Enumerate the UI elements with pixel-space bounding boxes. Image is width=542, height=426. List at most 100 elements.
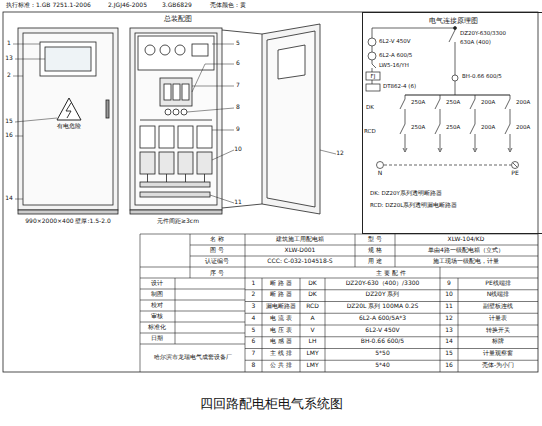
table-row-lines [140,289,245,290]
table-cell: 日期 [151,335,163,342]
leader-lines [320,150,336,154]
branch-breakers [178,126,193,148]
schematic-wiring [372,60,373,64]
closed-cabinet [18,28,118,214]
schematic-wiring [513,163,517,167]
open-cabinet [138,36,214,70]
table-cell: 5 [252,327,256,334]
table-cell: 主 线 排 [270,350,292,357]
drawing-label: BH-0.66 600/5 [462,73,502,79]
drawing-label: 壳体颜色：黄 [210,2,246,9]
drawing-label: PE [511,170,518,177]
branch-breakers [159,126,174,148]
table-cell: 校对 [151,302,163,309]
table-cell: 型 号 [368,236,382,243]
schematic-wiring [372,64,376,68]
table-cell: 14 [445,338,453,345]
drawing-label: 9 [236,126,240,133]
branch-breakers [178,152,193,174]
drawing-label: 执行标准：1.GB 7251.1-2006 [6,2,91,9]
drawing-label: 200A [481,99,495,105]
table-cell: 转换开关 [486,327,510,334]
schematic-wiring [455,42,456,75]
closed-cabinet [18,210,118,214]
open-cabinet [135,33,217,205]
table-cell: 用 途 [368,258,382,265]
drawing-label: FJ [371,73,376,79]
table-cell: 电 压 表 [270,327,292,334]
schematic-wiring [366,27,519,169]
table-row-lines [140,344,245,345]
branch-breakers [140,126,155,148]
branch-circuits [403,148,407,152]
leader-lines [212,150,234,160]
table-row-lines [245,325,538,326]
table-cell: 11 [445,303,453,310]
drawing-label: 12 [336,150,344,157]
branch-breakers [140,126,212,182]
leader-lines [205,64,234,65]
closed-cabinet [18,28,118,210]
drawing-label: RCD [364,128,376,134]
table-cell: 12 [445,315,453,322]
table-cell: DZ20Y-630（400）/3300 [346,280,420,287]
sheet-frame [3,12,538,372]
open-cabinet [175,45,185,55]
branch-circuits [510,134,511,150]
table-cell: 认证编号 [205,258,229,265]
leader-lines [13,76,23,77]
branch-circuits [405,95,406,99]
table-grid [395,234,396,267]
drawing-label: DT862-4 (6) [383,83,416,89]
branch-circuits [510,109,511,124]
table-cell: 10 [445,291,453,298]
open-cabinet [192,44,208,56]
schematic-wiring [372,28,455,29]
open-cabinet [181,109,187,115]
table-row-lines [245,348,538,349]
table-cell: DZ20Y 系列 [366,291,400,298]
table-row-lines [245,313,538,314]
table-cell: 4 [252,315,256,322]
drawing-label: 10 [234,146,242,153]
table-cell: DK [308,280,317,287]
drawing-label: 6L2-A 600/5 [379,52,412,58]
leader-lines [15,59,45,60]
open-cabinet [130,210,222,214]
table-cell: 哈尔滨市龙瑞电气成套设备厂 [154,354,232,361]
drawing-label: 14 [5,195,13,202]
table-row-lines [245,336,538,337]
branch-circuits [475,109,476,124]
drawing-label: 总装配图 [164,15,192,23]
table-cell: 5*40 [375,362,389,369]
drawing-label: 11 [234,199,242,206]
open-cabinet [140,120,212,121]
drawing-label: 2 [7,72,11,79]
drawing-label: 200A [516,124,530,130]
table-grid [190,256,538,257]
leader-lines [13,44,336,203]
open-door [278,45,305,79]
table-cell: 规 格 [368,247,382,254]
table-cell: V [310,327,314,334]
schematic-wiring [452,75,458,81]
drawing-label: 3.GB6829 [162,2,192,9]
table-cell: 断 路 器 [270,291,292,298]
open-cabinet [173,84,180,100]
table-cell: DZ20L 系列 100MA 0.2S [347,303,419,310]
drawing-label: 250A [446,124,460,130]
table-row-lines [140,333,245,334]
drawing-label: 200A [516,99,530,105]
open-door [222,24,320,214]
schematic-wiring [366,72,380,80]
drawing-label: 2.JGJ46-2005 [108,2,147,9]
schematic-wiring [372,46,373,52]
table-cell: 计量表 [489,315,507,322]
branch-circuits [400,99,405,109]
drawing-label: DK [366,104,374,110]
open-cabinet [182,84,189,100]
table-cell: 8 [252,362,256,369]
drawing-label: LW5-16/YH [379,62,409,68]
open-cabinet [164,84,171,100]
